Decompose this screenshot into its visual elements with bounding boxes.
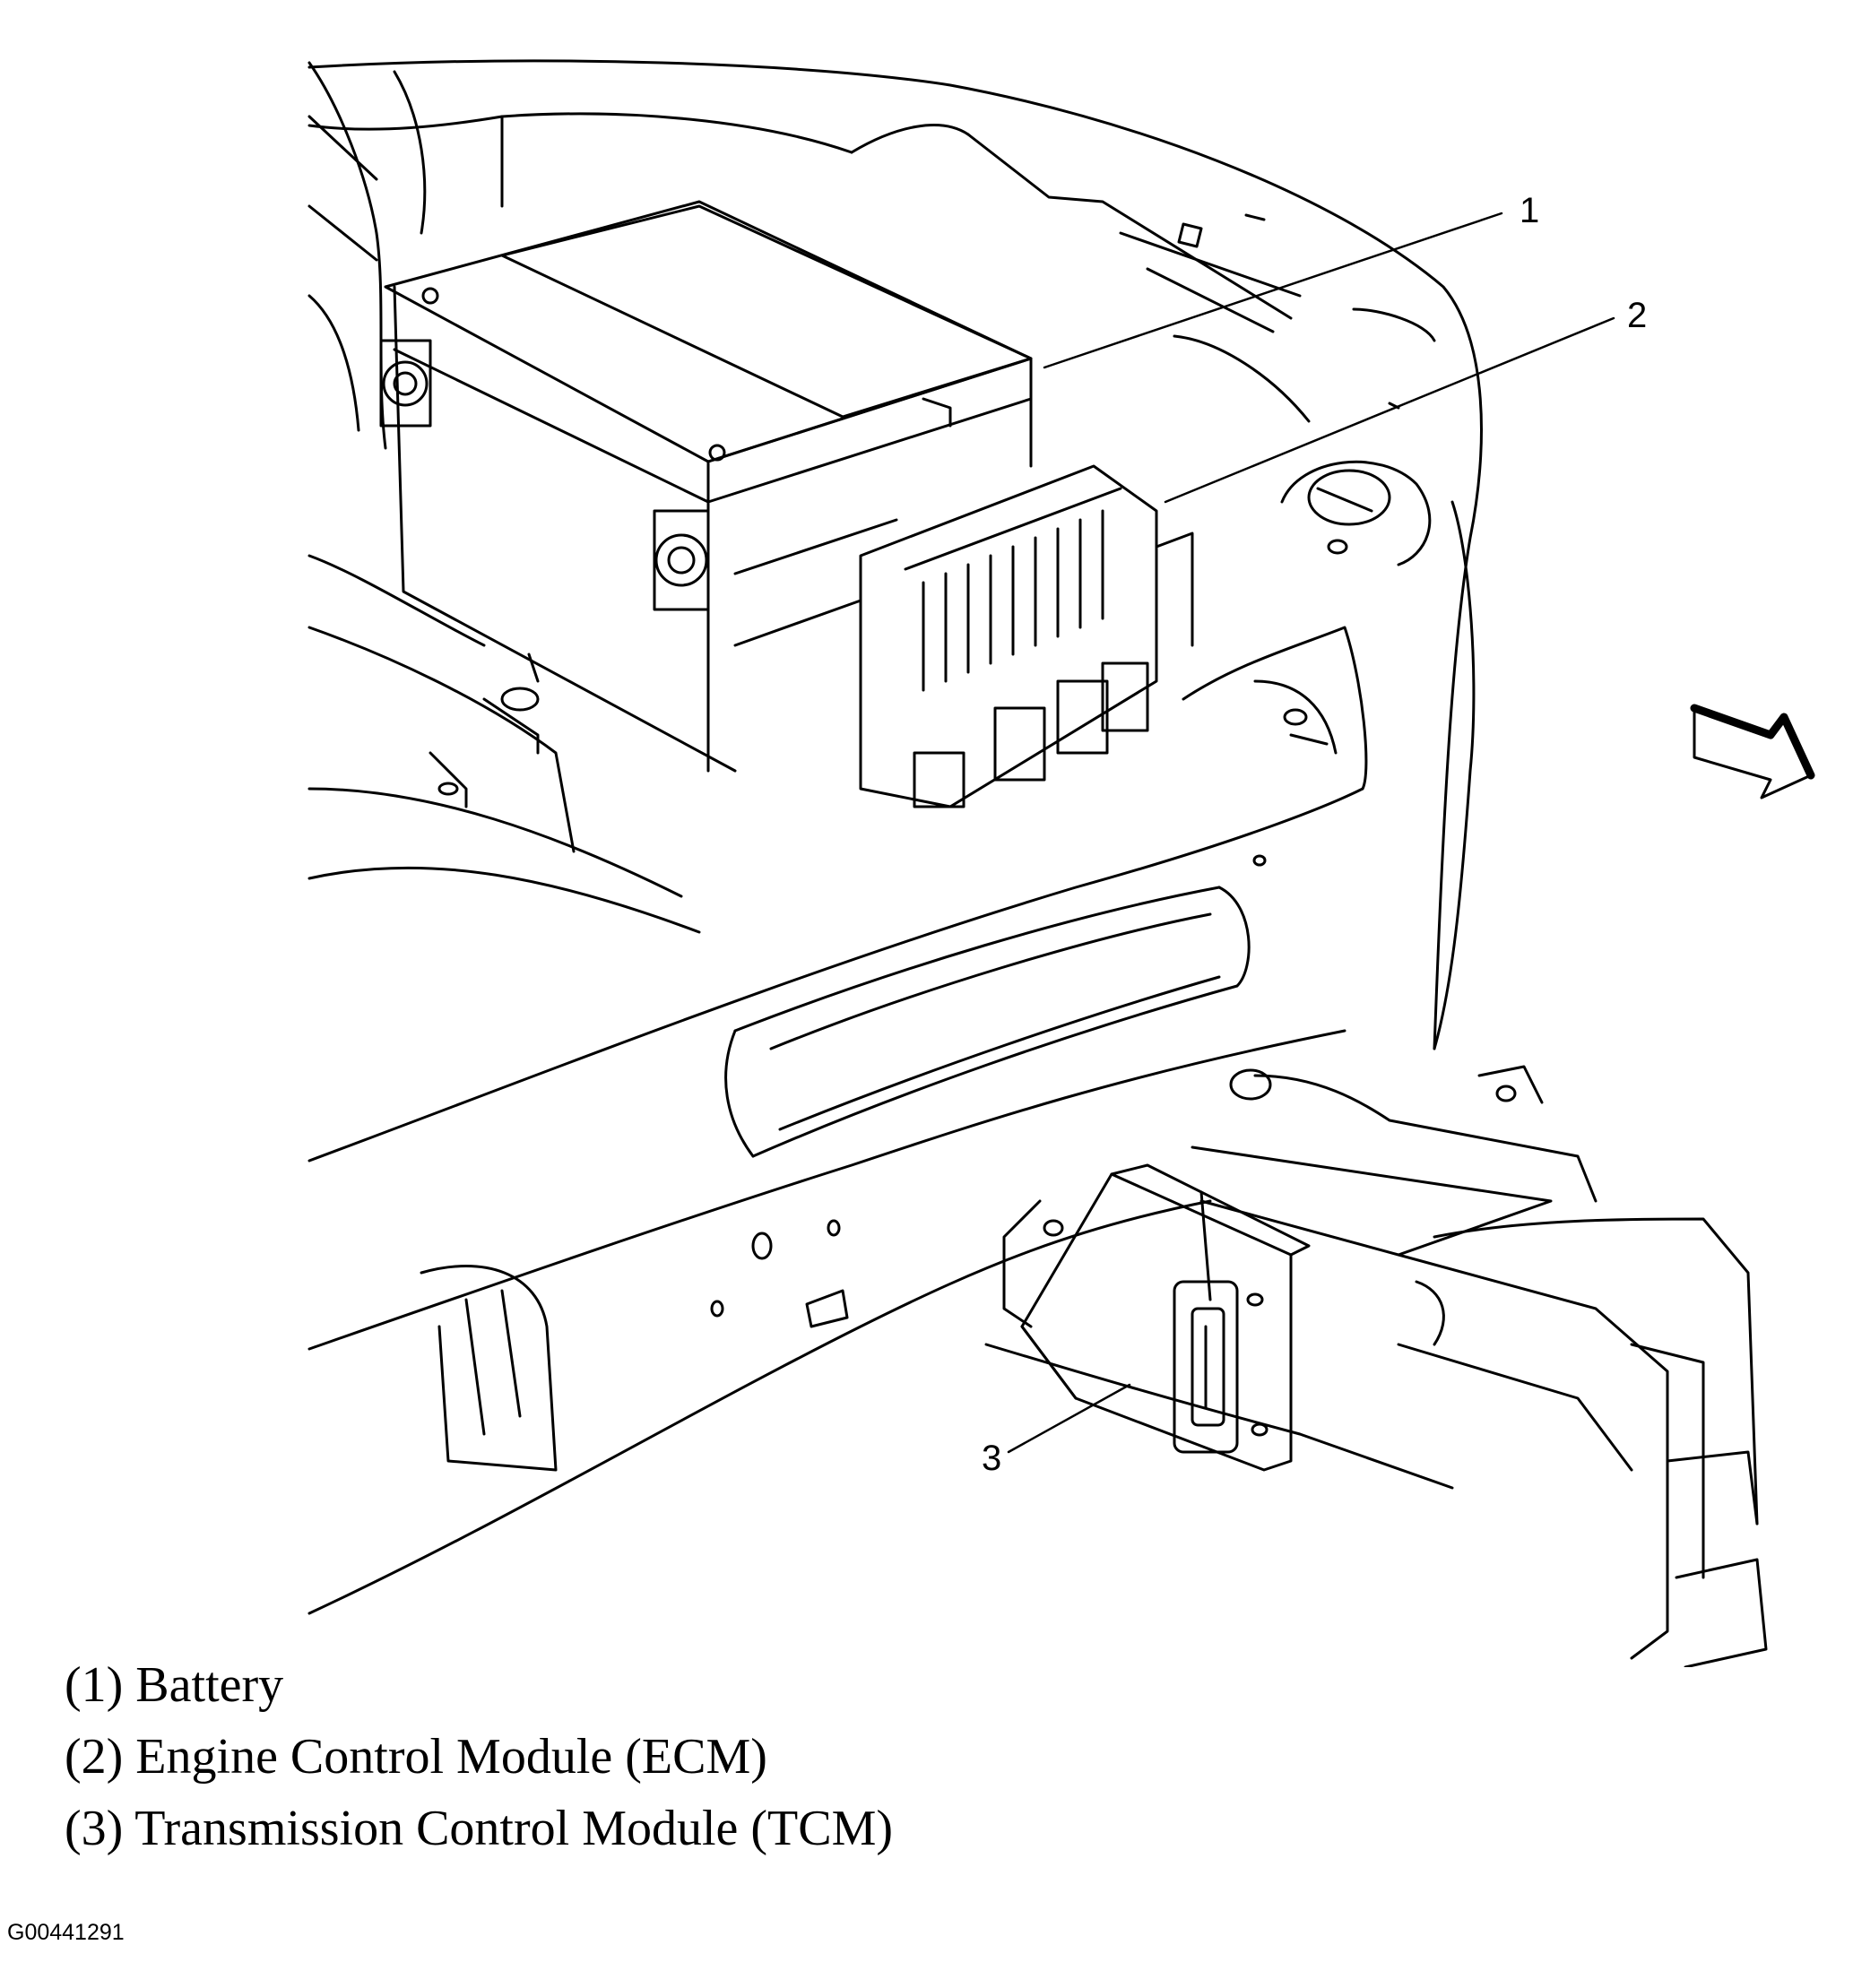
left-inner-fender (307, 61, 701, 934)
transmission-control-module (1002, 1163, 1311, 1472)
legend-item-ecm: (2) Engine Control Module (ECM) (65, 1729, 767, 1785)
legend: (1) Battery (2) Engine Control Module (E… (65, 1649, 893, 1864)
legend-item-tcm: (3) Transmission Control Module (TCM) (65, 1801, 894, 1856)
vehicle-body-outline (307, 59, 1483, 1050)
figure-id: G00441291 (7, 1920, 125, 1945)
callout-number-3: 3 (982, 1439, 1001, 1478)
component-location-diagram: 1 2 3 (307, 59, 1815, 1667)
callout-number-1: 1 (1520, 191, 1539, 230)
front-cross-member (307, 626, 1368, 1615)
frame-rail (420, 1065, 1768, 1667)
battery (379, 200, 1033, 773)
strut-tower (1280, 460, 1432, 566)
legend-item-battery: (1) Battery (65, 1657, 284, 1713)
callout-leader-lines (1007, 212, 1615, 1454)
leader-line-2 (1164, 316, 1615, 504)
leader-line-1 (1043, 212, 1503, 369)
engine-control-module (859, 464, 1194, 808)
front-direction-arrow-icon (1690, 704, 1815, 800)
callout-numbers: 1 2 3 (982, 191, 1647, 1478)
leader-line-3 (1007, 1383, 1131, 1454)
callout-number-2: 2 (1627, 296, 1647, 335)
